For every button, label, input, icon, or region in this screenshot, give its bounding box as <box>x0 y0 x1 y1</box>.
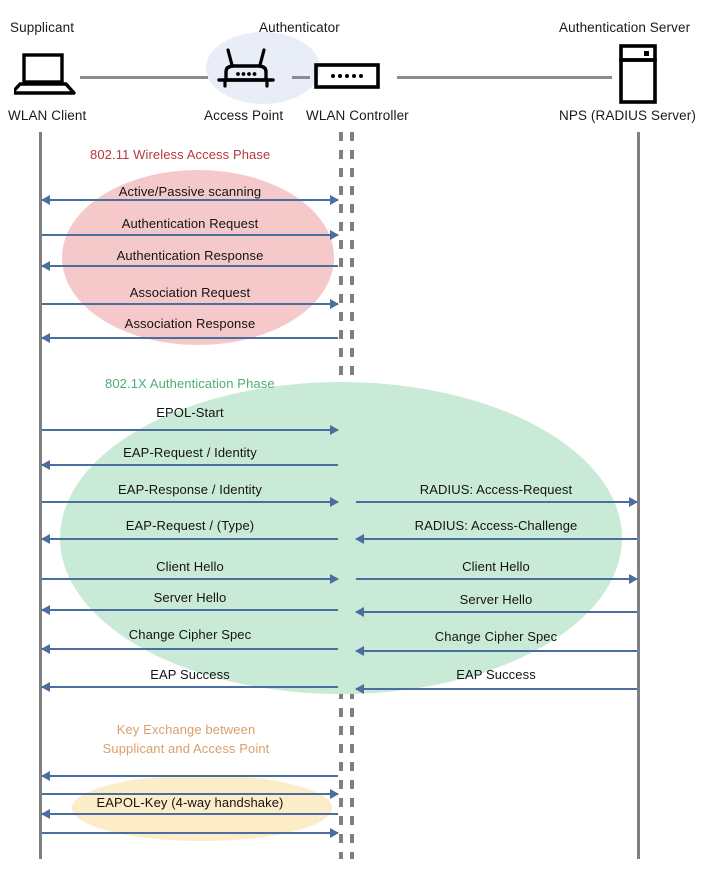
message-arrow-right-0 <box>356 497 638 507</box>
message-label-left-4: Association Response <box>124 316 256 331</box>
message-label-right-5: EAP Success <box>456 667 536 682</box>
message-label-right-3: Server Hello <box>459 592 533 607</box>
phase-label-8021x: 802.1X Authentication Phase <box>105 376 275 391</box>
phase-label-key-exchange-line2: Supplicant and Access Point <box>102 741 270 756</box>
message-arrow-right-4 <box>355 646 637 656</box>
phase-label-80211: 802.11 Wireless Access Phase <box>90 147 271 162</box>
message-label-left-5: EPOL-Start <box>156 405 224 420</box>
message-arrow-left-13 <box>41 771 338 781</box>
server-rack-icon <box>618 44 658 109</box>
message-label-left-0: Active/Passive scanning <box>118 184 262 199</box>
message-arrow-left-12 <box>41 682 338 692</box>
lifeline-supplicant <box>39 132 42 859</box>
message-label-left-7: EAP-Response / Identity <box>118 482 262 497</box>
message-arrow-right-1 <box>355 534 637 544</box>
message-arrow-left-4 <box>41 333 338 343</box>
link-ap-to-controller <box>292 76 310 79</box>
message-arrow-right-3 <box>355 607 637 617</box>
message-arrow-left-16 <box>42 828 339 838</box>
message-arrow-left-8 <box>41 534 338 544</box>
network-switch-icon <box>314 63 380 94</box>
message-arrow-left-0 <box>41 195 339 205</box>
message-arrow-right-2 <box>356 574 638 584</box>
actor-role-authentication-server: Authentication Server <box>559 20 691 35</box>
message-arrow-left-5 <box>42 425 339 435</box>
message-label-left-2: Authentication Response <box>116 248 264 263</box>
message-label-right-1: RADIUS: Access-Challenge <box>414 518 578 533</box>
message-label-left-10: Server Hello <box>153 590 227 605</box>
message-arrow-left-14 <box>42 789 339 799</box>
message-arrow-left-10 <box>41 605 338 615</box>
message-arrow-left-15 <box>41 809 338 819</box>
message-arrow-left-1 <box>42 230 339 240</box>
laptop-icon <box>10 52 76 101</box>
message-label-right-0: RADIUS: Access-Request <box>419 482 573 497</box>
actor-device-access-point: Access Point <box>204 108 284 123</box>
message-label-left-9: Client Hello <box>156 559 224 574</box>
message-label-left-11: Change Cipher Spec <box>128 627 252 642</box>
message-label-left-3: Association Request <box>129 285 251 300</box>
link-client-to-ap <box>80 76 208 79</box>
message-arrow-right-5 <box>355 684 637 694</box>
message-label-left-14: EAPOL-Key (4-way handshake) <box>96 795 284 810</box>
phase-label-key-exchange-line1: Key Exchange between <box>116 722 256 737</box>
message-label-left-1: Authentication Request <box>121 216 259 231</box>
message-arrow-left-3 <box>42 299 339 309</box>
message-arrow-left-7 <box>42 497 339 507</box>
message-label-left-8: EAP-Request / (Type) <box>125 518 255 533</box>
actor-device-nps-radius-server: NPS (RADIUS Server) <box>559 108 696 123</box>
lifeline-auth-server <box>637 132 640 859</box>
actor-device-wlan-client: WLAN Client <box>8 108 87 123</box>
message-label-left-6: EAP-Request / Identity <box>123 445 257 460</box>
actor-role-authenticator: Authenticator <box>259 20 340 35</box>
message-arrow-left-9 <box>42 574 339 584</box>
message-arrow-left-11 <box>41 644 338 654</box>
actor-role-supplicant: Supplicant <box>10 20 75 35</box>
message-label-left-12: EAP Success <box>150 667 230 682</box>
actor-device-wlan-controller: WLAN Controller <box>306 108 409 123</box>
message-label-right-4: Change Cipher Spec <box>434 629 558 644</box>
message-arrow-left-6 <box>41 460 338 470</box>
message-arrow-left-2 <box>41 261 338 271</box>
phase-blob-key-exchange <box>72 775 332 841</box>
wireless-router-icon <box>216 48 276 97</box>
link-controller-to-server <box>397 76 612 79</box>
message-label-right-2: Client Hello <box>462 559 530 574</box>
